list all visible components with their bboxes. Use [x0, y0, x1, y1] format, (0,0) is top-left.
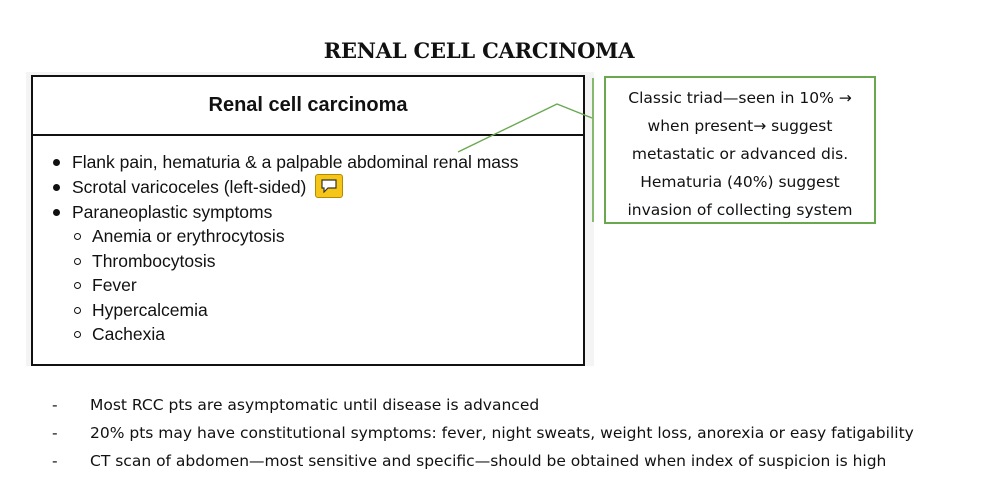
- sub-list-item-text: Thrombocytosis: [92, 250, 216, 271]
- dash-marker: -: [52, 424, 58, 442]
- list-item: Paraneoplastic symptoms: [51, 200, 583, 225]
- rcc-figure-box: Renal cell carcinoma Flank pain, hematur…: [31, 75, 585, 366]
- sub-list-item: Anemia or erythrocytosis: [51, 224, 583, 249]
- hollow-bullet-icon: [74, 331, 81, 339]
- list-item: Flank pain, hematuria & a palpable abdom…: [51, 150, 583, 175]
- hollow-bullet-icon: [74, 257, 81, 265]
- sub-list-item-text: Anemia or erythrocytosis: [92, 226, 285, 247]
- callout-line: invasion of collecting system: [627, 201, 853, 219]
- page-title: RENAL CELL CARCINOMA: [323, 38, 635, 63]
- note-text: CT scan of abdomen—most sensitive and sp…: [90, 452, 887, 470]
- bullet-icon: [53, 208, 60, 216]
- notes-list: - Most RCC pts are asymptomatic until dis…: [52, 391, 914, 475]
- sub-list-item-text: Hypercalcemia: [92, 299, 208, 320]
- sub-list-item-text: Cachexia: [92, 324, 165, 345]
- sub-list-item-text: Fever: [92, 275, 137, 296]
- hollow-bullet-icon: [74, 282, 81, 290]
- note-item: - CT scan of abdomen—most sensitive and s…: [52, 447, 914, 475]
- dash-marker: -: [52, 396, 58, 414]
- comment-icon[interactable]: [315, 173, 344, 198]
- note-text: Most RCC pts are asymptomatic until dise…: [90, 396, 540, 414]
- callout-line: when present→ suggest: [647, 117, 833, 135]
- hollow-bullet-icon: [74, 306, 81, 314]
- note-text: 20% pts may have constitutional symptoms…: [90, 424, 914, 442]
- note-item: - 20% pts may have constitutional symptom…: [52, 419, 914, 447]
- callout-line: metastatic or advanced dis.: [631, 145, 849, 163]
- sub-list-item: Fever: [51, 273, 583, 298]
- sub-list-item: Hypercalcemia: [51, 298, 583, 323]
- dash-marker: -: [52, 452, 58, 470]
- list-item-text: Paraneoplastic symptoms: [72, 201, 273, 222]
- list-item-text: Flank pain, hematuria & a palpable abdom…: [72, 152, 519, 172]
- figure-header: Renal cell carcinoma: [33, 77, 583, 136]
- bullet-icon: [53, 183, 60, 191]
- callout-line: Hematuria (40%) suggest: [640, 173, 840, 191]
- callout-box: Classic triad—seen in 10% → when present…: [604, 76, 876, 224]
- sub-list-item: Thrombocytosis: [51, 249, 583, 274]
- bullet-icon: [53, 159, 60, 166]
- sub-list-item: Cachexia: [51, 322, 583, 347]
- list-item: Scrotal varicoceles (left-sided): [51, 173, 583, 200]
- symptom-list: Flank pain, hematuria & a palpable abdom…: [33, 136, 583, 347]
- list-item-text: Scrotal varicoceles (left-sided): [72, 176, 307, 197]
- callout-line: Classic triad—seen in 10% →: [628, 89, 852, 107]
- note-item: - Most RCC pts are asymptomatic until dis…: [52, 391, 914, 419]
- hollow-bullet-icon: [74, 233, 81, 241]
